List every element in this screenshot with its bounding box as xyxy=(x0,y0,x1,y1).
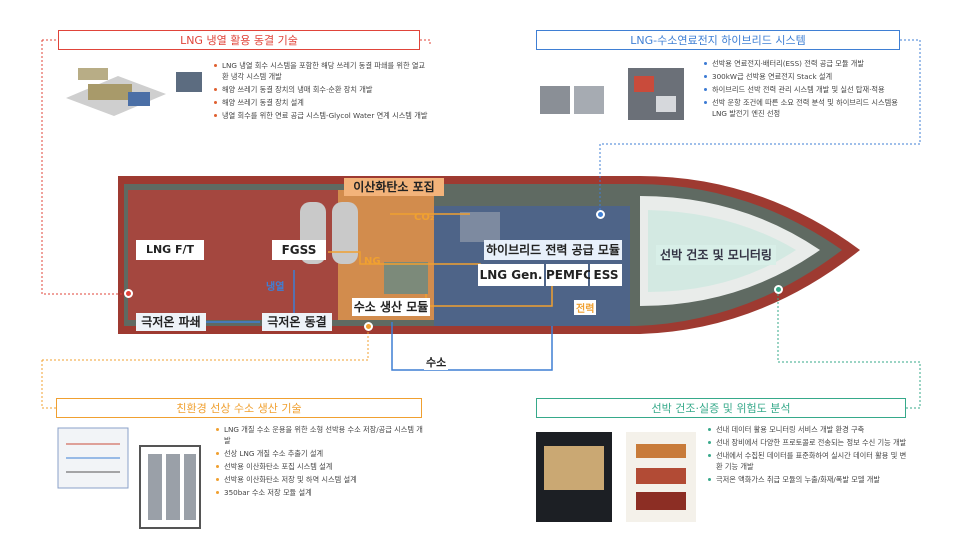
panel-title-hybrid: LNG-수소연료전지 하이브리드 시스템 xyxy=(536,30,900,50)
panel-title-monitoring: 선박 건조·실증 및 위험도 분석 xyxy=(536,398,906,418)
ess-label: ESS xyxy=(590,264,622,286)
list-item: 냉열 회수를 위한 연료 공급 시스템-Glycol Water 연계 시스템 … xyxy=(214,110,428,121)
list-item: 선내 장비에서 다양한 프로토콜로 전송되는 정보 수신 기능 개발 xyxy=(708,437,908,448)
cryo-crush-label: 극저온 파쇄 xyxy=(136,313,206,331)
marker-orange xyxy=(364,322,373,331)
list-item: 해양 쓰레기 동결 장치 설계 xyxy=(214,97,428,108)
hybrid-list: 선박용 연료전지·배터리(ESS) 전력 공급 모듈 개발 300kW급 선박용… xyxy=(704,58,904,121)
hydrogen-label: 수소 xyxy=(424,354,449,370)
list-item: LNG 냉열 회수 시스템을 포함한 해당 쓰레기 동결 파쇄를 위한 열교환 … xyxy=(214,60,428,82)
ng-label: NG xyxy=(364,256,381,267)
list-item: 선박용 이산화탄소 저장 및 하역 시스템 설계 xyxy=(216,474,426,485)
marker-red xyxy=(124,289,133,298)
power-label: 전력 xyxy=(574,300,597,315)
list-item: 선상 LNG 개질 수소 추출기 설계 xyxy=(216,448,426,459)
co2-label: CO₂ xyxy=(414,212,435,223)
coolant-label: 냉열 xyxy=(266,282,285,293)
lng-cold-list: LNG 냉열 회수 시스템을 포함한 해당 쓰레기 동결 파쇄를 위한 열교환 … xyxy=(214,60,428,123)
list-item: 350bar 수소 저장 모듈 설계 xyxy=(216,487,426,498)
list-item: 선내 데이터 활용 모니터링 서비스 개발 환경 구축 xyxy=(708,424,908,435)
cryo-freeze-label: 극저온 동결 xyxy=(262,313,332,331)
marker-teal xyxy=(774,285,783,294)
monitoring-list: 선내 데이터 활용 모니터링 서비스 개발 환경 구축 선내 장비에서 다양한 … xyxy=(708,424,908,487)
list-item: 해양 쓰레기 동결 장치의 냉매 회수·순환 장치 개발 xyxy=(214,84,428,95)
hybrid-module-label: 하이브리드 전력 공급 모듈 xyxy=(484,240,622,260)
h2-module-label: 수소 생산 모듈 xyxy=(352,298,430,316)
list-item: 300kW급 선박용 연료전지 Stack 설계 xyxy=(704,71,904,82)
list-item: LNG 개질 수소 운용을 위한 소형 선박용 수소 저장/공급 시스템 개발 xyxy=(216,424,426,446)
lng-freeze-illustration xyxy=(58,58,208,124)
list-item: 선내에서 수집된 데이터를 표준화하여 실시간 데이터 활용 및 변환 기능 개… xyxy=(708,450,908,472)
hydrogen-illustration xyxy=(56,424,206,534)
list-item: 하이브리드 선박 전력 관리 시스템 개발 및 실선 탑재·적용 xyxy=(704,84,904,95)
list-item: 선박용 이산화탄소 포집 시스템 설계 xyxy=(216,461,426,472)
lng-ft-label: LNG F/T xyxy=(136,240,204,260)
list-item: 선박 운항 조건에 따른 소요 전력 분석 및 하이브리드 시스템용 LNG 발… xyxy=(704,97,904,119)
list-item: 선박용 연료전지·배터리(ESS) 전력 공급 모듈 개발 xyxy=(704,58,904,69)
list-item: 극저온 액화가스 취급 모듈의 누출/화재/폭발 모델 개발 xyxy=(708,474,908,485)
panel-title-hydrogen: 친환경 선상 수소 생산 기술 xyxy=(56,398,422,418)
monitoring-label: 선박 건조 및 모니터링 xyxy=(656,245,776,265)
pemfc-label: PEMFC xyxy=(546,264,592,286)
lng-gen-label: LNG Gen. xyxy=(478,264,544,286)
hydrogen-list: LNG 개질 수소 운용을 위한 소형 선박용 수소 저장/공급 시스템 개발 … xyxy=(216,424,426,500)
co2-capture-label: 이산화탄소 포집 xyxy=(344,178,444,196)
fgss-label: FGSS xyxy=(272,240,326,260)
fuel-cell-illustration xyxy=(536,56,696,136)
monitoring-illustration xyxy=(536,428,702,528)
panel-title-lng-cold: LNG 냉열 활용 동결 기술 xyxy=(58,30,420,50)
marker-blue xyxy=(596,210,605,219)
